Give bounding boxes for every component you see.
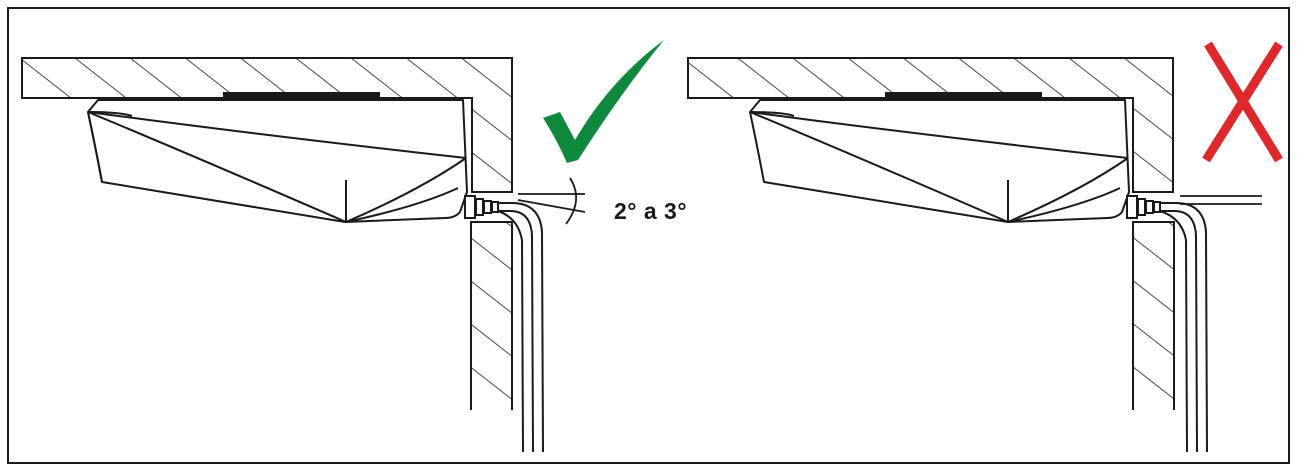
angle-indicator <box>517 177 586 225</box>
cross-icon <box>1202 41 1283 163</box>
indoor-unit <box>749 99 1130 223</box>
mounting-plate <box>223 92 380 99</box>
drain-fitting <box>464 195 499 219</box>
mounting-plate <box>885 92 1042 99</box>
level-indicator <box>1180 195 1262 205</box>
panel-incorrect <box>687 41 1283 460</box>
drain-angle-label: 2° a 3° <box>614 198 688 224</box>
drain-hose <box>497 202 544 453</box>
diagram-frame <box>7 7 1290 464</box>
lower-wall <box>1132 221 1175 452</box>
ceiling-and-wall <box>687 57 1174 193</box>
checkmark-icon <box>543 40 664 163</box>
indoor-unit <box>87 99 468 223</box>
drain-fitting <box>1126 195 1161 219</box>
lower-wall <box>470 221 513 452</box>
drain-hose <box>1159 202 1208 453</box>
panel-correct <box>21 40 664 460</box>
ceiling-and-wall <box>21 57 513 193</box>
